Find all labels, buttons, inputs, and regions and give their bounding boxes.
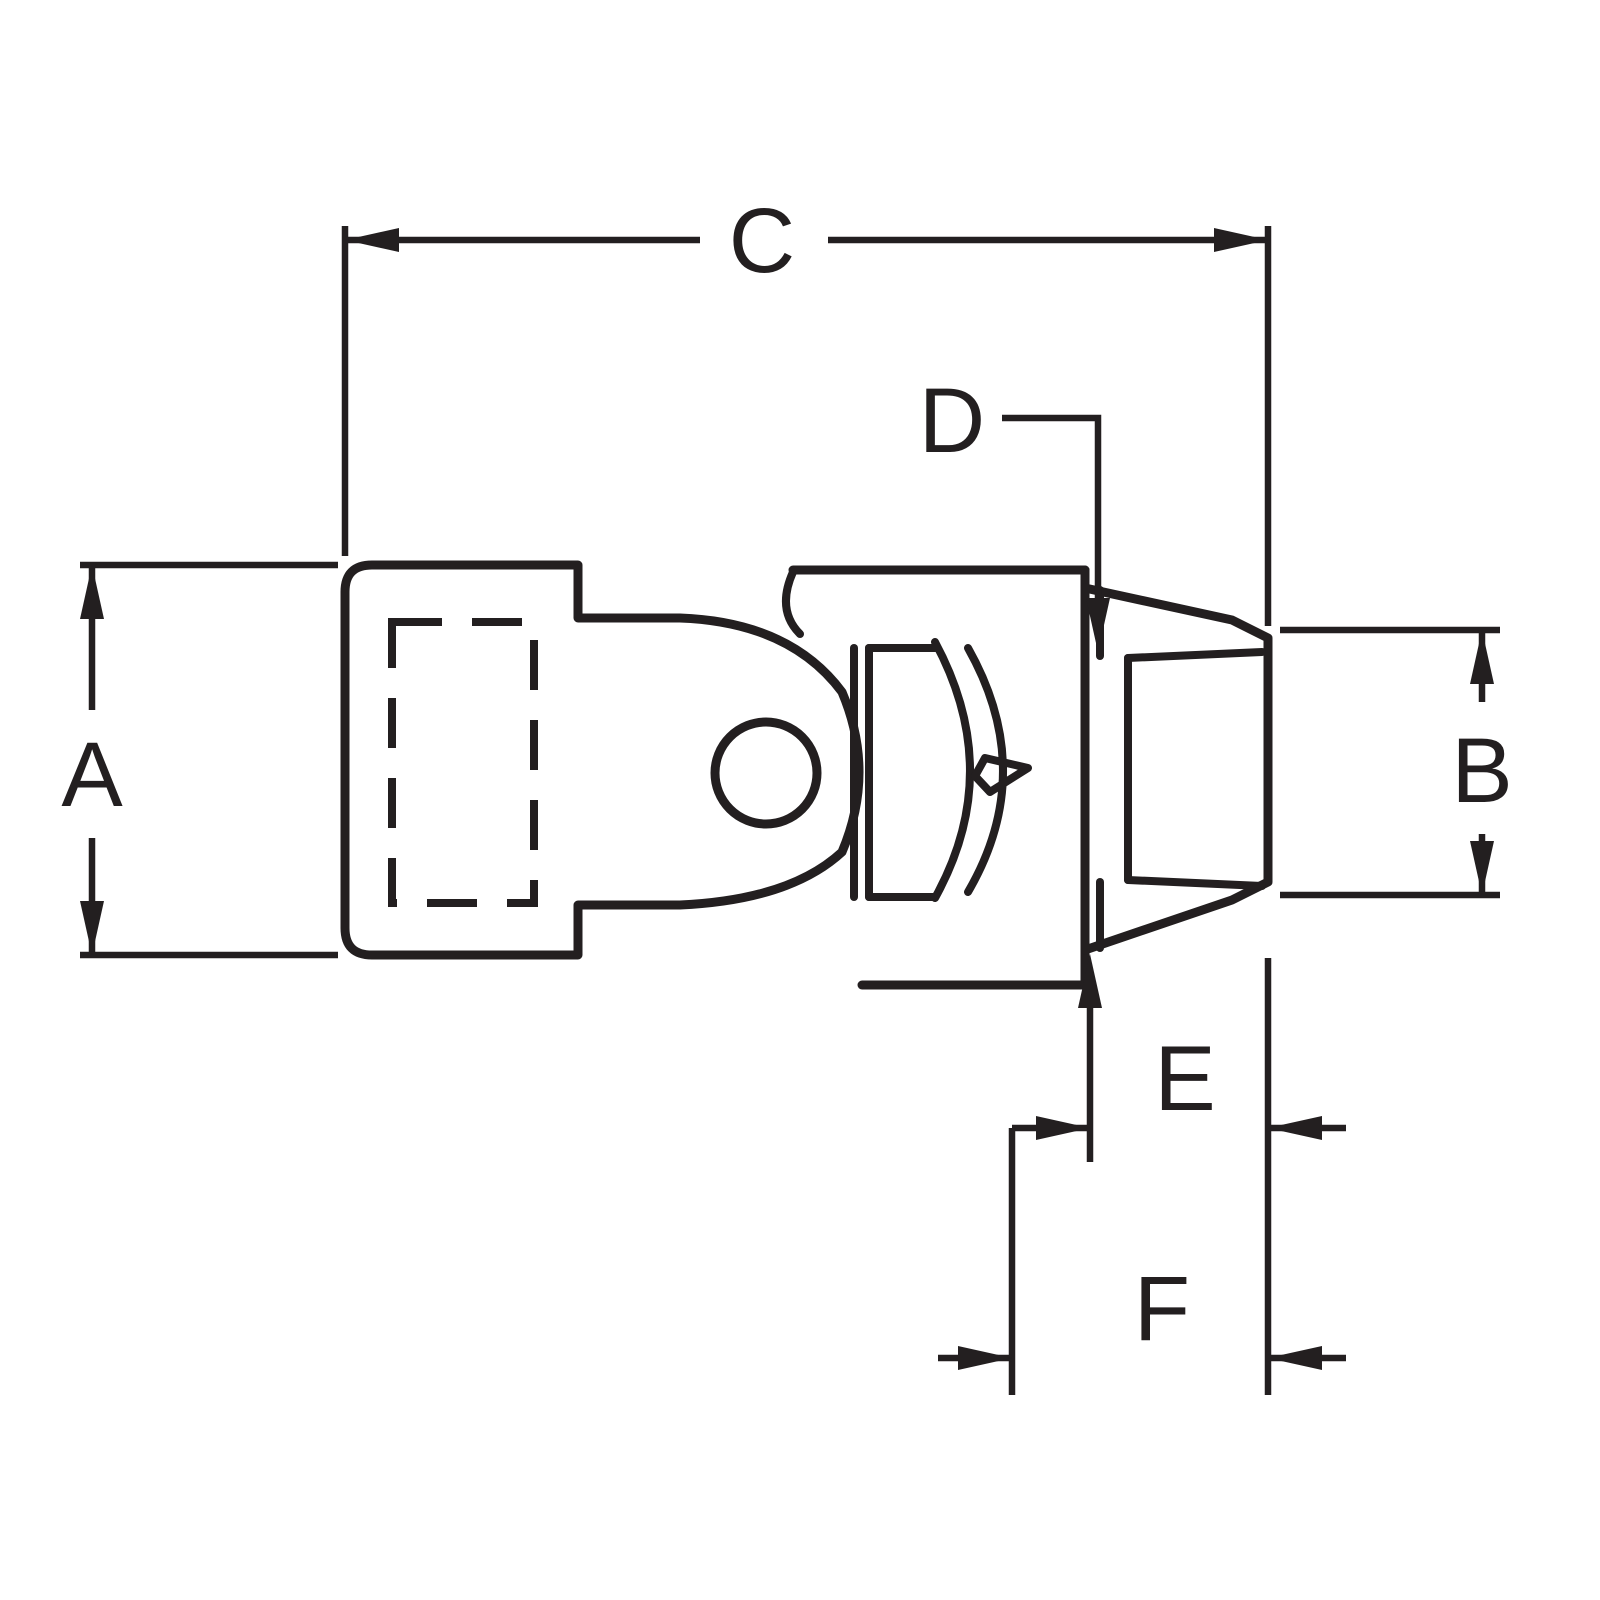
dimension-b-arrow-up-icon [1470,630,1494,684]
drive-end-bottom-flat-line [1124,876,1266,890]
dimension-d-leader-line [1002,414,1102,606]
right-yoke-top-left-curve [781,568,804,638]
yoke-slot-arc-outer [931,638,974,902]
dimension-e-arrow-left-icon [1268,1116,1322,1140]
dimension-b: B [1280,626,1513,899]
dimension-c-arrow-right-icon [1214,228,1268,252]
dimension-a-arrow-down-icon [80,901,104,955]
dimension-a: A [61,561,338,959]
dimension-e-arrow-right-icon [1036,1116,1090,1140]
dimension-a-arrow-up-icon [80,565,104,619]
dimension-label-c: C [729,190,795,292]
dimension-d-arrow-down-icon [1086,598,1110,652]
dimension-label-f: F [1134,1258,1190,1360]
dimension-label-e: E [1154,1028,1215,1130]
joint-cross-detail [971,754,1032,796]
hidden-square-socket-opening [388,618,538,907]
dimension-e: E [1012,958,1346,1395]
dimension-d-arrow-up-icon [1078,954,1102,1008]
dimension-c: C [341,190,1272,626]
joint-pin-hole [710,717,822,829]
dimension-label-a: A [61,724,123,826]
dimension-b-arrow-down-icon [1470,841,1494,895]
male-drive-end-outline [1080,583,1273,955]
dimension-label-d: D [919,370,985,472]
drive-end-top-flat-line [1124,648,1266,662]
socket-body-and-yoke-arm-outline [340,560,864,960]
dimension-d: D [919,370,1110,1162]
yoke-slot-arc-inner [964,644,1007,896]
dimension-f: F [938,1128,1346,1395]
dimension-c-arrow-left-icon [345,228,399,252]
dimension-label-b: B [1451,720,1512,822]
dimension-f-arrow-right-icon [958,1346,1012,1370]
dimension-f-arrow-left-icon [1268,1346,1322,1370]
